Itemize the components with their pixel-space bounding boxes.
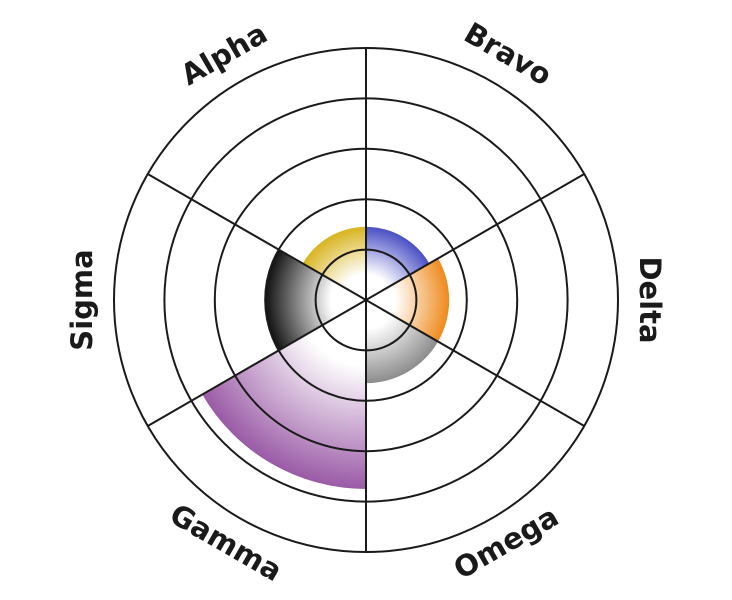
grid-spoke-3 (365, 299, 585, 427)
grid-spoke-2 (365, 173, 585, 301)
category-label-delta: Delta (633, 256, 667, 343)
category-label-bravo: Bravo (458, 16, 557, 93)
wedge-omega (366, 300, 439, 384)
wedge-gamma (202, 300, 366, 489)
category-label-alpha: Alpha (175, 16, 273, 92)
category-label-sigma: Sigma (65, 249, 99, 350)
grid-spoke-6 (147, 173, 367, 301)
wedge-alpha (302, 226, 366, 300)
category-label-omega: Omega (448, 499, 564, 586)
wedges-layer (202, 226, 450, 489)
wedge-bravo (366, 226, 430, 300)
grid-layer (113, 47, 619, 553)
wedge-delta (366, 258, 450, 342)
grid-spoke-5 (147, 299, 367, 427)
